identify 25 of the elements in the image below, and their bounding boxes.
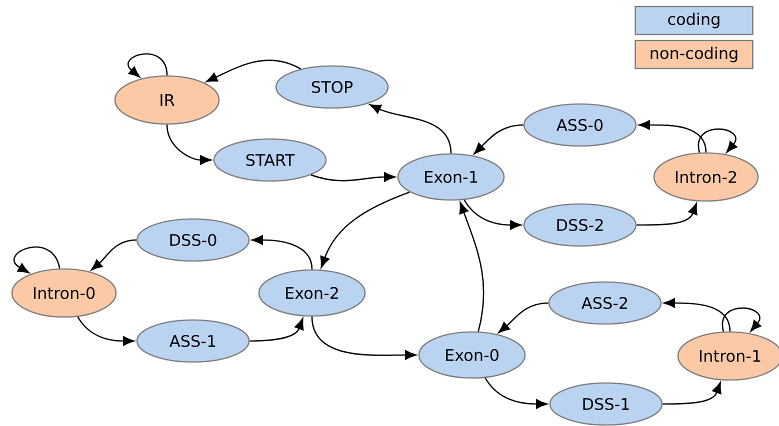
self-loop-arrow	[698, 128, 738, 153]
arrow	[310, 172, 396, 182]
arrow	[636, 203, 698, 226]
arrow	[664, 298, 731, 332]
self-loop-arrow	[14, 246, 60, 274]
arrow	[250, 318, 304, 342]
self-loop-arrow	[722, 307, 762, 332]
arrow	[498, 302, 548, 334]
legend-item: coding	[634, 6, 754, 36]
arrow	[370, 104, 452, 154]
arrow	[320, 191, 410, 268]
arrow	[484, 378, 548, 409]
self-loop-arrow	[128, 53, 168, 78]
arrow	[252, 235, 313, 270]
arrow	[90, 239, 136, 270]
arrow	[662, 382, 722, 405]
arrow	[638, 120, 707, 152]
arrow	[206, 60, 302, 82]
arrow	[474, 124, 524, 154]
arrow	[77, 316, 134, 346]
arrow	[311, 316, 416, 360]
arrow	[166, 124, 212, 165]
legend-item: non-coding	[634, 40, 754, 70]
arrow	[464, 200, 522, 230]
arrow	[459, 202, 484, 332]
